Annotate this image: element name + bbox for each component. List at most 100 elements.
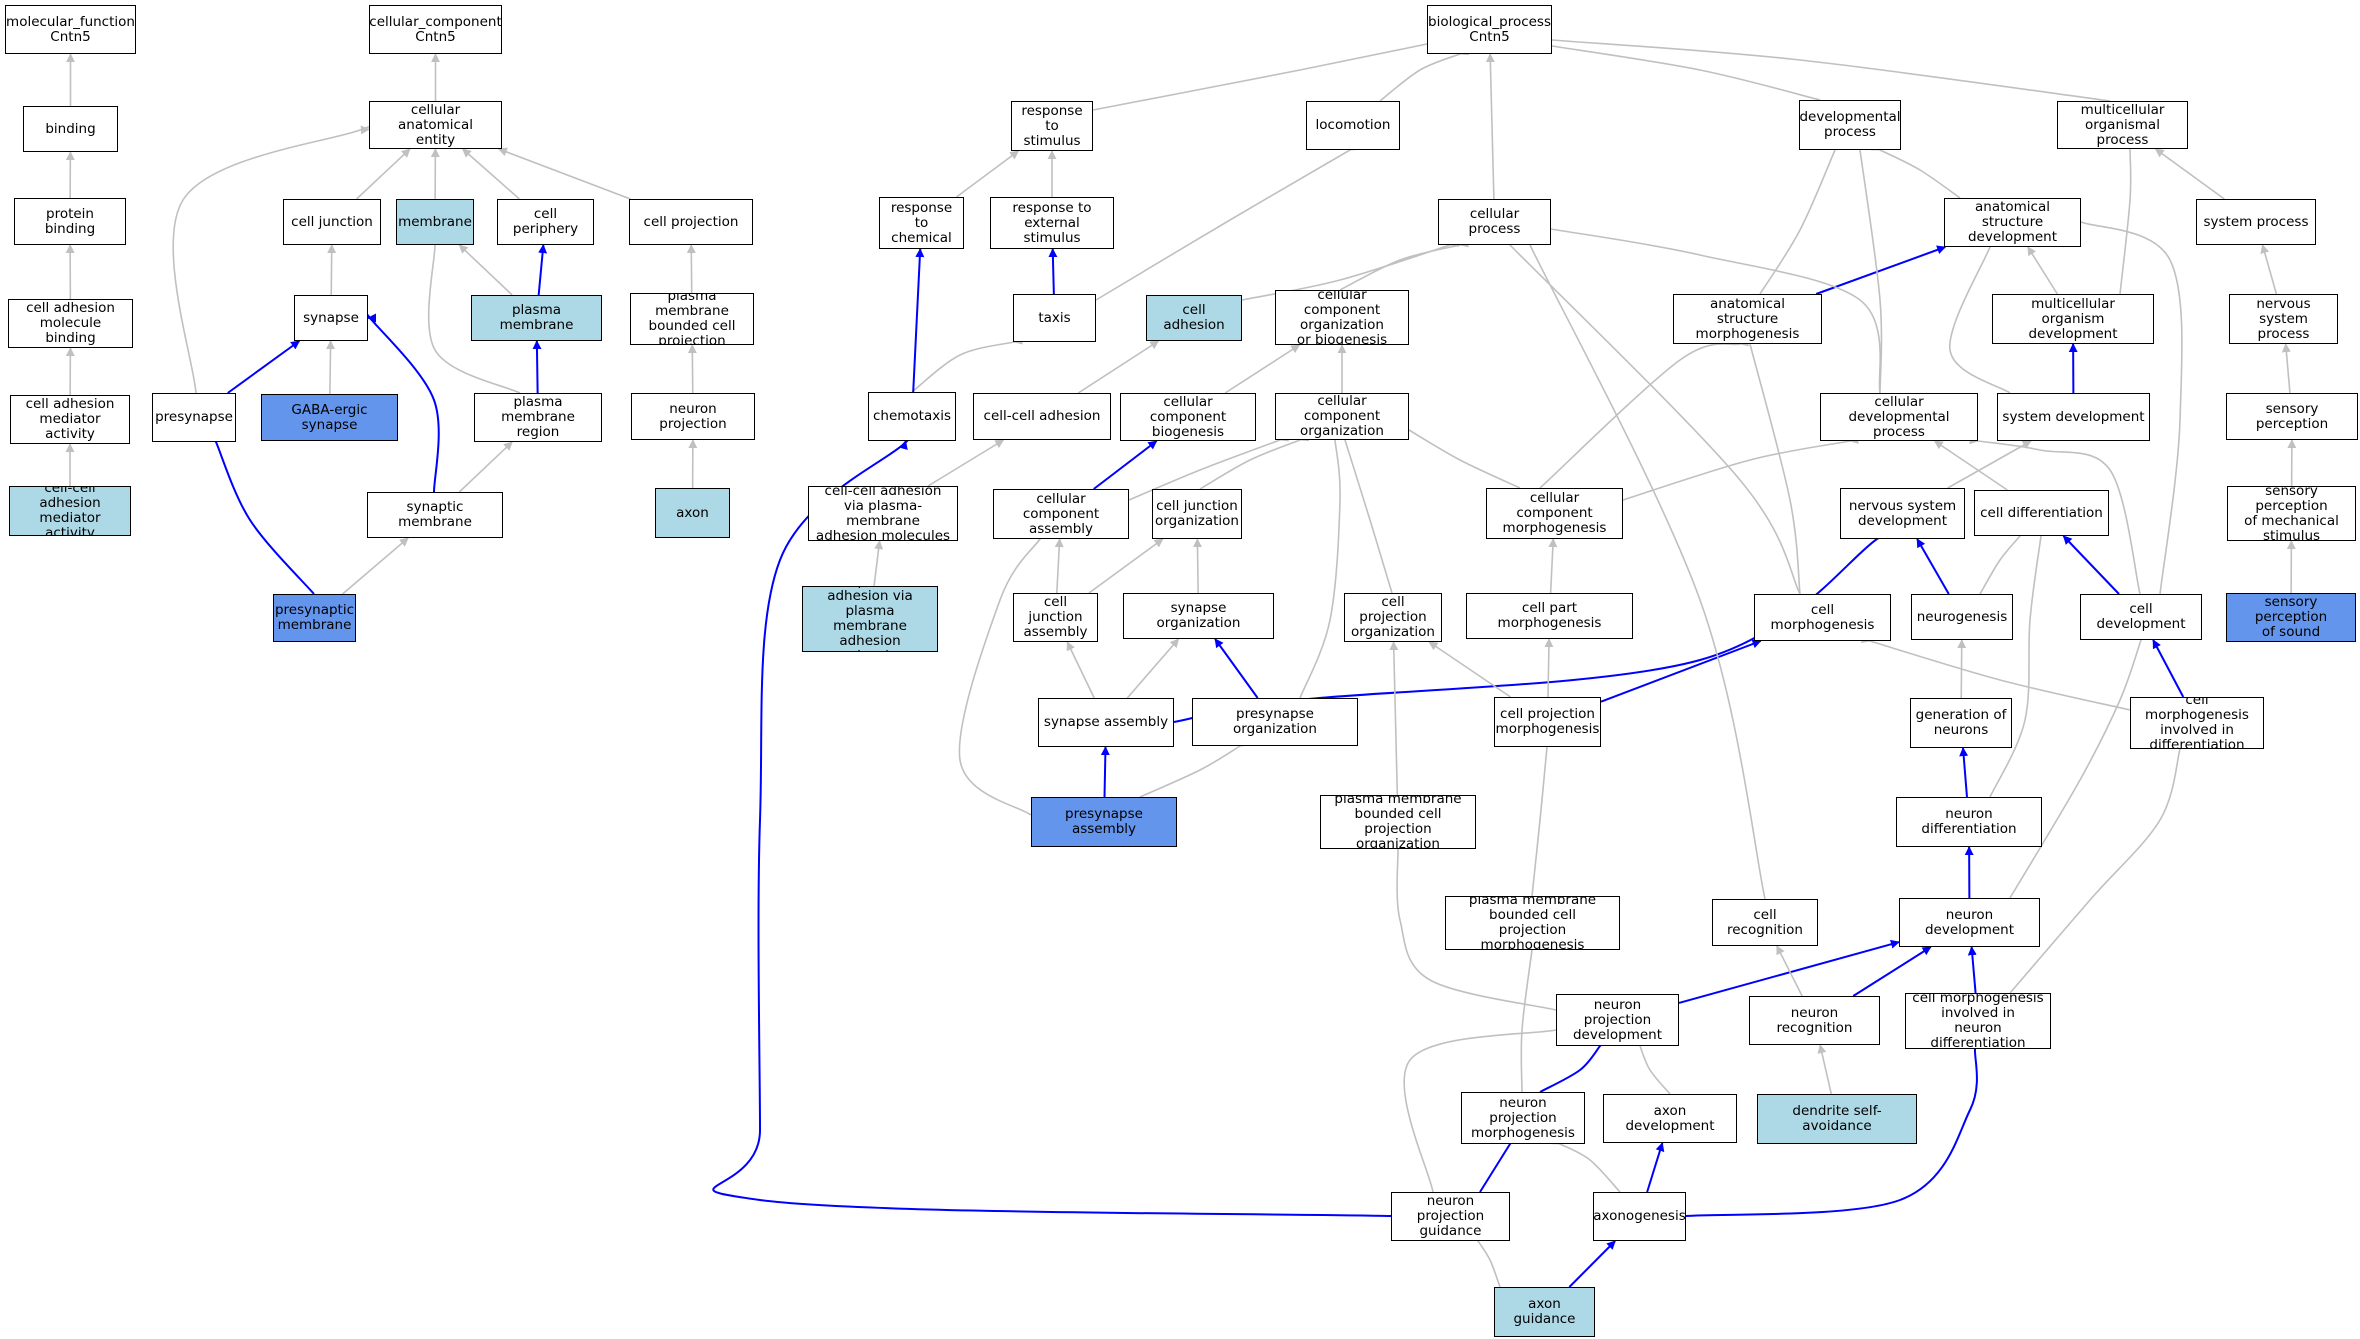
node-cmineurdiff: cell morphogenesis involved in neuron di… [1905, 993, 2051, 1049]
edge-presynorg-to-synorg [1214, 638, 1259, 699]
edge-celldiff-to-celldevproc [1933, 440, 2008, 491]
edge-neurrecog-to-neurdev [1852, 946, 1932, 997]
node-multiproc: multicellular organismal process [2057, 101, 2188, 149]
node-ccaviapm: cell-cell adhesion via plasma-membrane a… [808, 486, 958, 541]
node-nsdev: nervous system development [1840, 488, 1965, 539]
node-camact: cell adhesion mediator activity [10, 395, 130, 444]
node-neuronproj: neuron projection [631, 393, 755, 440]
node-sensperc: sensory perception [2226, 393, 2358, 440]
edge-celldevproc-to-devproc [1854, 138, 1883, 394]
node-synorg: synapse organization [1123, 593, 1274, 639]
edge-npguid-to-npmorph [1479, 1134, 1519, 1193]
edge-chemotaxis-to-taxis [911, 335, 1023, 393]
edge-devproc-to-bp [1540, 40, 1821, 101]
edge-presynmem-to-presynapse [208, 432, 315, 595]
node-presynapse: presynapse [152, 393, 236, 442]
edge-cporg-to-ccorg [1338, 430, 1393, 594]
edge-ccbio-to-ccob [1224, 344, 1301, 394]
edge-asm-to-devproc [1759, 140, 1843, 295]
node-spms: sensory perception of mechanical stimulu… [2227, 486, 2356, 541]
node-homophilic: homophilic cell adhesion via plasma memb… [802, 586, 938, 652]
edge-synorg-to-cjorg [1192, 538, 1202, 594]
node-axonogenesis: axonogenesis [1593, 1192, 1686, 1241]
edge-cprojmorph-to-cellmorph [1600, 639, 1762, 703]
node-celldev: cell development [2080, 594, 2202, 640]
node-binding: binding [23, 106, 118, 152]
edge-pmbcporg-to-cporg [1389, 641, 1399, 796]
edge-gaba-to-synapse [326, 340, 336, 395]
node-presynorg: presynapse organization [1192, 698, 1358, 746]
node-cjorg: cell junction organization [1152, 489, 1242, 539]
edge-sensperc-to-nsp [2281, 343, 2291, 394]
edge-multiproc-to-bp [1532, 34, 2111, 102]
edge-asd-to-devproc [1870, 142, 1961, 199]
edge-celljunc-to-cae [355, 148, 411, 200]
edge-presynassembly-to-synassembly [1100, 746, 1110, 798]
node-neurdiff: neuron differentiation [1896, 797, 2042, 847]
node-sysproc: system process [2196, 199, 2316, 245]
node-protbind: protein binding [14, 198, 126, 245]
node-cprojmorph: cell projection morphogenesis [1494, 697, 1601, 747]
edge-npdev-to-neurdev [1678, 939, 1900, 1004]
node-gaba: GABA-ergic synapse [261, 394, 398, 441]
edge-neurogenesis-to-nsdev [1916, 538, 1950, 595]
node-ccorg: cellular component organization [1275, 393, 1409, 440]
edge-presynapse-to-synapse [227, 340, 301, 394]
node-sps: sensory perception of sound [2226, 593, 2356, 642]
edge-presynorg-to-ccorg [1299, 431, 1341, 699]
node-mf: molecular_function Cntn5 [5, 5, 136, 54]
node-ccadh: cell-cell adhesion [973, 393, 1111, 440]
node-cellproc: cellular process [1438, 199, 1551, 245]
node-neurrecog: neuron recognition [1749, 996, 1880, 1045]
node-genneur: generation of neurons [1910, 698, 2012, 748]
node-synassembly: synapse assembly [1038, 698, 1174, 747]
edge-synassembly-to-cjassembly [1066, 641, 1095, 699]
node-asd: anatomical structure development [1944, 198, 2081, 247]
node-npmorph: neuron projection morphogenesis [1461, 1092, 1585, 1144]
edge-neurogenesis-to-celldiff [1979, 526, 2029, 595]
node-synmem: synaptic membrane [367, 492, 503, 538]
node-cpmorph: cell part morphogenesis [1466, 593, 1633, 639]
edge-mod-to-multiproc [2119, 140, 2135, 295]
edge-pmbcpmorph-to-cprojmorph [1531, 738, 1553, 897]
node-cccamact: cell-cell adhesion mediator activity [9, 486, 131, 536]
edge-plasmamem-to-cellperiph [537, 244, 548, 296]
node-axondev: axon development [1603, 1094, 1737, 1143]
node-celldiff: cell differentiation [1974, 490, 2109, 536]
node-taxis: taxis [1013, 294, 1096, 342]
node-synapse: synapse [294, 295, 368, 341]
edge-presynassembly-to-ccassembly [958, 529, 1049, 816]
edge-ccadh-to-celladh [1077, 340, 1160, 394]
edge-ccob-to-cellproc [1339, 238, 1469, 291]
node-mod: multicellular organism development [1992, 294, 2154, 344]
node-celladh: cell adhesion [1146, 295, 1242, 341]
edge-locomotion-to-bp [1379, 46, 1470, 102]
edge-cpmorph-to-ccmorph [1548, 538, 1558, 594]
edge-mod-to-asd [2027, 246, 2059, 295]
node-cellmorph: cell morphogenesis [1754, 594, 1891, 641]
node-plasmamem: plasma membrane [471, 295, 602, 341]
node-pmbcp: plasma membrane bounded cell projection [630, 293, 754, 345]
edge-cellperiph-to-cae [462, 148, 520, 200]
node-asm: anatomical structure morphogenesis [1673, 294, 1822, 344]
node-pmregion: plasma membrane region [474, 393, 602, 442]
node-presynmem: presynaptic membrane [273, 594, 356, 642]
node-chemotaxis: chemotaxis [868, 392, 956, 441]
edge-celldev-to-celldiff [2062, 535, 2120, 595]
node-cellrecog: cell recognition [1712, 899, 1818, 946]
edge-taxis-to-respext [1048, 248, 1058, 295]
node-npdev: neuron projection development [1556, 994, 1679, 1046]
edge-neurrecog-to-cellrecog [1776, 945, 1803, 997]
node-pmbcpmorph: plasma membrane bounded cell projection … [1445, 896, 1620, 950]
node-nsp: nervous system process [2229, 294, 2338, 344]
edge-neurdev-to-celldev [2009, 630, 2148, 899]
edge-pmregion-to-plasmamem [532, 340, 542, 394]
node-npguid: neuron projection guidance [1391, 1192, 1510, 1241]
node-resp: response to stimulus [1011, 101, 1093, 151]
node-celljunc: cell junction [283, 199, 381, 245]
node-axonguid: axon guidance [1494, 1287, 1595, 1337]
edge-synassembly-to-synorg [1126, 638, 1180, 699]
node-cellproj: cell projection [629, 199, 753, 245]
node-respext: response to external stimulus [990, 197, 1114, 249]
edge-synapse-to-celljunc [327, 244, 337, 296]
